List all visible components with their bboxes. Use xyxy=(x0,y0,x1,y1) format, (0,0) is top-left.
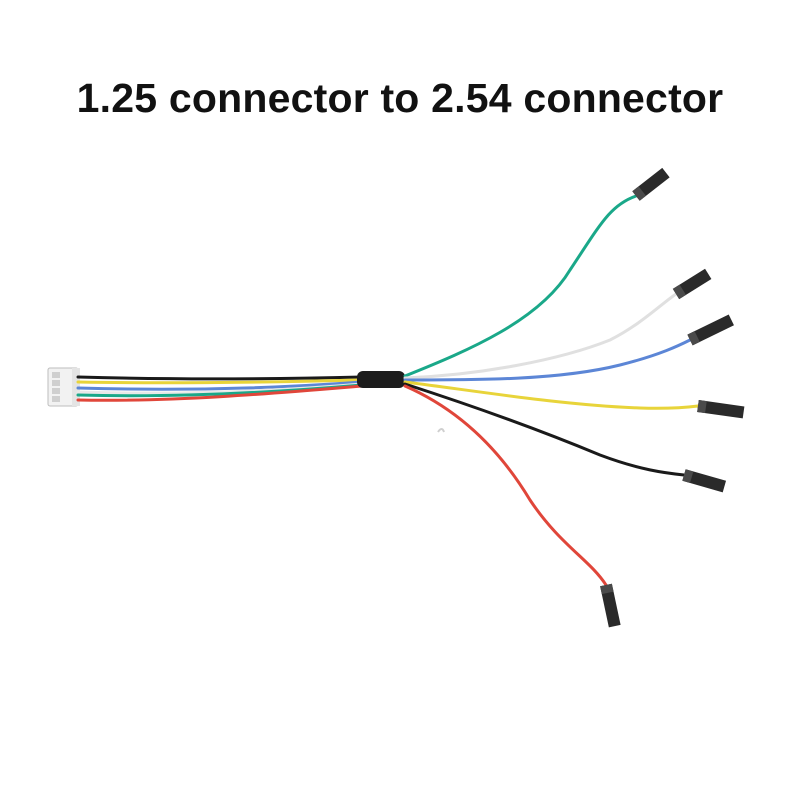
wire-black xyxy=(403,382,686,477)
wire-white xyxy=(403,292,678,380)
dupont-connector-red xyxy=(600,583,621,628)
wire-blue-bundle xyxy=(76,380,364,391)
heat-shrink-sleeve xyxy=(357,371,405,388)
wire-blue xyxy=(403,338,692,382)
dupont-connector-white xyxy=(672,268,712,300)
wire-red-bundle xyxy=(76,384,364,402)
jst-1-25-connector xyxy=(47,367,80,407)
wire-fanout xyxy=(403,194,700,587)
dupont-connector-yellow xyxy=(697,400,745,419)
wire-red xyxy=(403,384,608,587)
product-caption: 1.25 connector to 2.54 connector xyxy=(76,75,724,121)
wire-black-bundle xyxy=(76,375,364,381)
dupont-connector-black xyxy=(682,469,727,493)
dupont-connector-green xyxy=(632,167,670,201)
wire-green xyxy=(403,194,638,378)
wire-yellow xyxy=(403,380,700,410)
dupont-connectors xyxy=(600,167,745,628)
stray-fleck xyxy=(437,428,445,433)
wire-bundle xyxy=(76,375,364,402)
dupont-connector-blue xyxy=(687,314,734,346)
wire-yellow-bundle xyxy=(76,378,364,385)
